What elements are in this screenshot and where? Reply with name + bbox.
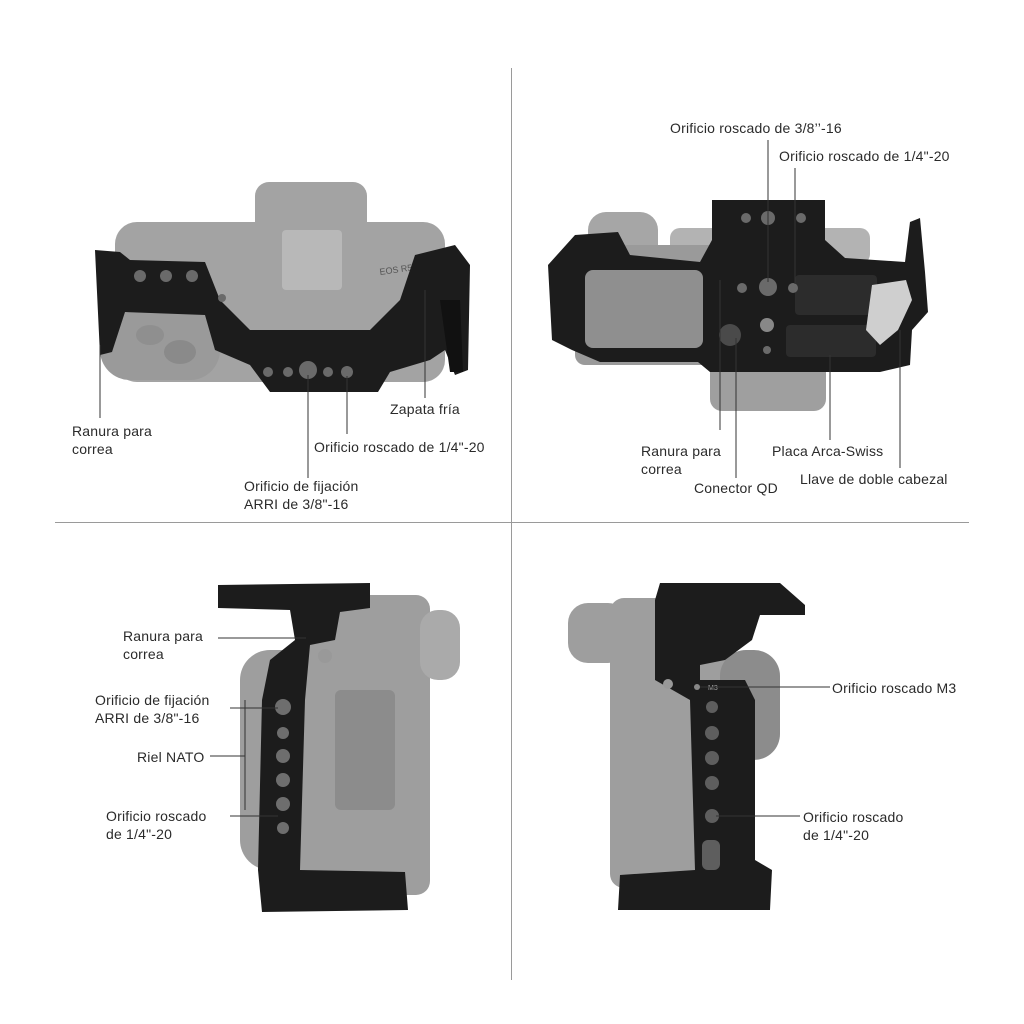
- cage-left-holes: [275, 649, 332, 834]
- vertical-divider: [511, 68, 512, 980]
- tl-arri-hole-line-1: Orificio de fijación: [244, 478, 359, 494]
- tl-thread-14-label: Orificio roscado de 1/4"-20: [314, 439, 485, 455]
- tl-arri-hole-label: Orificio de fijación ARRI de 3/8"-16: [244, 477, 359, 513]
- tr-hex-key-label: Llave de doble cabezal: [800, 471, 948, 487]
- bl-arri-hole-line-1: Orificio de fijación: [95, 692, 210, 708]
- br-m3-hole-label: Orificio roscado M3: [832, 680, 957, 696]
- bl-arri-hole-line-2: ARRI de 3/8"-16: [95, 710, 200, 726]
- m3-marking-text: M3: [708, 685, 718, 692]
- cage-right-side: [618, 583, 805, 910]
- bl-arri-hole-label: Orificio de fijación ARRI de 3/8"-16: [95, 691, 210, 727]
- bl-nato-rail-label: Riel NATO: [137, 749, 205, 765]
- top-left-leader-lines: [99, 290, 426, 478]
- tr-strap-slot-line-2: correa: [641, 461, 682, 477]
- tr-thread-14-label: Orificio roscado de 1/4"-20: [779, 148, 950, 164]
- tl-strap-slot-line-1: Ranura para: [72, 423, 153, 439]
- cage-top: [95, 245, 470, 392]
- tr-qd-connector-label: Conector QD: [694, 480, 778, 496]
- horizontal-divider: [55, 522, 969, 523]
- br-thread-14-label: Orificio roscado de 1/4"-20: [803, 808, 903, 844]
- bl-thread-14-line-1: Orificio roscado: [106, 808, 207, 824]
- br-thread-14-line-1: Orificio roscado: [803, 809, 904, 825]
- bl-strap-slot-line-2: correa: [123, 646, 164, 662]
- br-thread-14-line-2: de 1/4"-20: [803, 827, 870, 843]
- tl-strap-slot-label: Ranura para correa: [72, 422, 152, 458]
- tl-strap-slot-line-2: correa: [72, 441, 113, 457]
- tr-strap-slot-label: Ranura para correa: [641, 442, 721, 478]
- bottom-left-leader-lines: [210, 637, 306, 817]
- cage-top-holes: [134, 270, 353, 379]
- cage-right-holes: [663, 679, 720, 870]
- tl-cold-shoe-label: Zapata fría: [390, 401, 460, 417]
- bl-thread-14-label: Orificio roscado de 1/4"-20: [106, 807, 206, 843]
- tr-strap-slot-line-1: Ranura para: [641, 443, 722, 459]
- top-right-leader-lines: [719, 140, 901, 478]
- bl-strap-slot-line-1: Ranura para: [123, 628, 204, 644]
- cage-left-side: [218, 583, 408, 912]
- tl-arri-hole-line-2: ARRI de 3/8"-16: [244, 496, 349, 512]
- bottom-right-leader-lines: [700, 686, 830, 817]
- cage-bottom-details: [585, 211, 912, 357]
- tr-arca-plate-label: Placa Arca-Swiss: [772, 443, 884, 459]
- tr-thread-38-label: Orificio roscado de 3/8’’-16: [670, 120, 842, 136]
- bl-thread-14-line-2: de 1/4"-20: [106, 826, 173, 842]
- bl-strap-slot-label: Ranura para correa: [123, 627, 203, 663]
